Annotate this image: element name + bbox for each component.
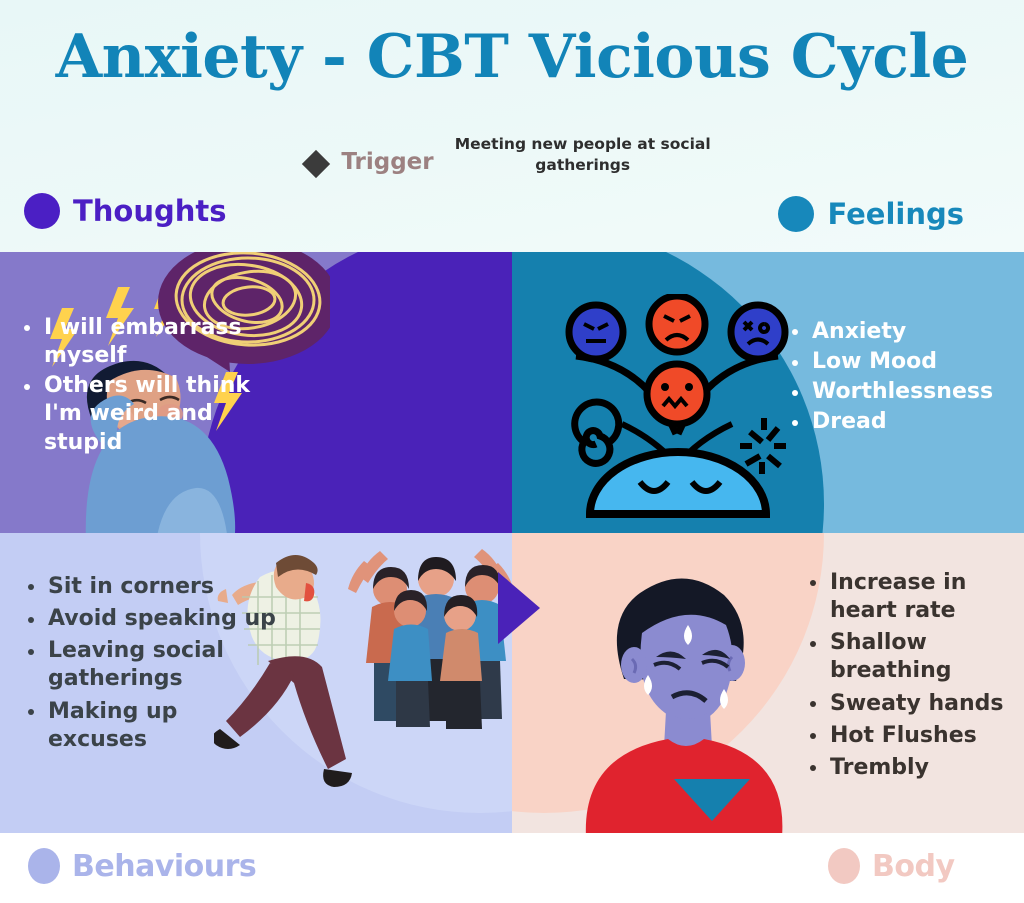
- illustration-thoughts: [50, 252, 330, 533]
- list-item: Leaving social gatherings: [26, 637, 276, 693]
- emotion-faces-icon: [565, 294, 789, 518]
- list-item: Increase in heart rate: [808, 569, 1018, 625]
- page-footer: Behaviours Body: [0, 833, 1024, 903]
- quadrant-behaviours[interactable]: Sit in corners Avoid speaking up Leaving…: [0, 533, 512, 833]
- list-item: Dread: [790, 408, 1020, 436]
- cycle-arrow-thoughts-to-feelings: [498, 572, 540, 644]
- crowd-group-figure: [348, 549, 512, 729]
- running-man-figure: [214, 555, 352, 787]
- quadrant-label-thoughts[interactable]: Thoughts: [24, 193, 227, 229]
- list-item: Hot Flushes: [808, 722, 1018, 750]
- feelings-list: Anxiety Low Mood Worthlessness Dread: [790, 318, 1020, 439]
- person-figure: [85, 360, 236, 533]
- page-title: Anxiety - CBT Vicious Cycle: [55, 22, 969, 92]
- trigger-label: Trigger: [341, 148, 434, 175]
- list-item: Sweaty hands: [808, 690, 1018, 718]
- diamond-icon: [302, 149, 331, 179]
- quadrant-label-behaviours[interactable]: Behaviours: [28, 848, 257, 884]
- quadrant-body[interactable]: Increase in heart rate Shallow breathing…: [512, 533, 1024, 833]
- list-item: Low Mood: [790, 348, 1020, 376]
- list-item: Making up excuses: [26, 698, 276, 754]
- cycle-arrow-feelings-to-body: [674, 779, 750, 821]
- page-header: Anxiety - CBT Vicious Cycle Trigger Meet…: [0, 0, 1024, 252]
- feelings-dot-icon: [778, 196, 815, 232]
- quadrant-feelings[interactable]: Anxiety Low Mood Worthlessness Dread: [512, 252, 1024, 533]
- list-item: Anxiety: [790, 318, 1020, 346]
- quadrant-label-feelings[interactable]: Feelings: [778, 196, 964, 232]
- cycle-quadrant-grid: I will embarrass myself Others will thin…: [0, 252, 1024, 833]
- body-label-text: Body: [872, 848, 955, 884]
- trigger-row: Trigger Meeting new people at social gat…: [0, 134, 1024, 179]
- behaviours-label-text: Behaviours: [72, 848, 257, 884]
- list-item: Trembly: [808, 754, 1018, 782]
- quadrant-label-body[interactable]: Body: [828, 848, 955, 884]
- spark-icon: [740, 418, 786, 474]
- list-item: Others will think I'm weird and stupid: [22, 372, 252, 456]
- trigger-description: Meeting new people at social gatherings: [454, 135, 711, 174]
- illustration-feelings: [565, 294, 789, 518]
- behaviours-list: Sit in corners Avoid speaking up Leaving…: [26, 573, 276, 758]
- feelings-label-text: Feelings: [827, 197, 964, 231]
- sweat-drop-icon: [644, 625, 728, 709]
- list-item: Sit in corners: [26, 573, 276, 601]
- list-item: Worthlessness: [790, 378, 1020, 406]
- list-item: I will embarrass myself: [22, 314, 252, 370]
- body-list: Increase in heart rate Shallow breathing…: [808, 569, 1018, 786]
- behaviours-dot-icon: [28, 848, 60, 884]
- list-item: Avoid speaking up: [26, 605, 276, 633]
- illustration-behaviours: [214, 549, 512, 787]
- thoughts-list: I will embarrass myself Others will thin…: [22, 314, 252, 459]
- quadrant-thoughts[interactable]: I will embarrass myself Others will thin…: [0, 252, 512, 533]
- thoughts-label-text: Thoughts: [73, 194, 227, 228]
- tangled-thought-bubble-icon: [158, 252, 330, 372]
- body-dot-icon: [828, 848, 860, 884]
- list-item: Shallow breathing: [808, 629, 1018, 685]
- thoughts-dot-icon: [24, 193, 60, 229]
